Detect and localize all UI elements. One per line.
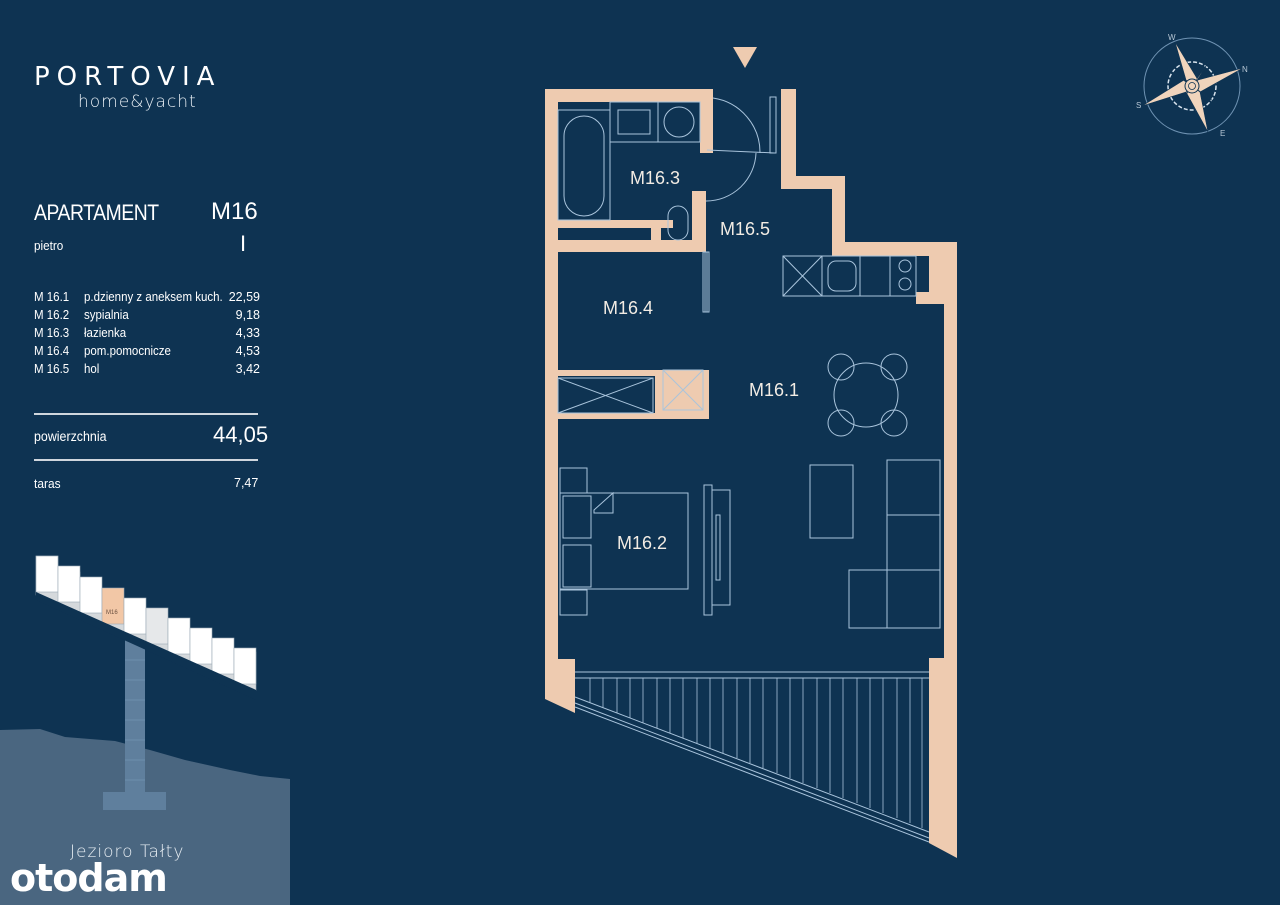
- room-name: hol: [84, 362, 100, 376]
- room-area: 3,42: [235, 362, 260, 376]
- room-code: M 16.1: [34, 290, 70, 304]
- room-code: M 16.3: [34, 326, 70, 340]
- room-list: M 16.1 p.dzienny z aneksem kuch. 22,59 M…: [34, 288, 260, 378]
- compass-s: S: [1136, 101, 1141, 110]
- room-name: łazienka: [84, 326, 127, 340]
- watermark-logo: otodam: [10, 856, 168, 900]
- lake-shape: [0, 729, 290, 905]
- room-row: M 16.2 sypialnia 9,18: [34, 306, 260, 324]
- entrance-arrow-icon: [733, 47, 757, 68]
- lake-name: Jezioro Tałty: [70, 842, 185, 862]
- apartment-label: APARTAMENT: [34, 200, 159, 225]
- divider: [34, 413, 258, 415]
- compass-w: W: [1168, 33, 1176, 42]
- total-area-value: 44,05: [213, 422, 269, 447]
- floor-label: pietro: [34, 238, 64, 253]
- room-name: sypialnia: [84, 308, 129, 322]
- terrace-label: taras: [34, 476, 61, 491]
- room-area: 4,53: [235, 344, 260, 358]
- room-label-m16-4: M16.4: [603, 298, 653, 318]
- site-plan-unit-label: M16: [106, 610, 118, 616]
- apartment-header: APARTAMENT M16: [34, 198, 264, 228]
- railing-balusters: [589, 678, 923, 828]
- compass-n: N: [1242, 65, 1248, 74]
- walls: [545, 89, 957, 858]
- room-row: M 16.5 hol 3,42: [34, 360, 260, 378]
- compass-e: E: [1220, 129, 1225, 138]
- brand-logo: PORTOVIA home&yacht: [34, 62, 264, 112]
- room-name: p.dzienny z aneksem kuch.: [84, 290, 223, 304]
- room-name: pom.pomocnicze: [84, 344, 171, 358]
- fixtures: [557, 96, 941, 843]
- room-area: 22,59: [228, 290, 260, 304]
- room-code: M 16.4: [34, 344, 70, 358]
- compass-icon: N E S W: [1136, 33, 1248, 138]
- room-label-m16-1: M16.1: [749, 380, 799, 400]
- brand-name: PORTOVIA: [34, 62, 222, 92]
- room-label-m16-5: M16.5: [720, 219, 770, 239]
- room-area: 9,18: [235, 308, 260, 322]
- room-code: M 16.5: [34, 362, 70, 376]
- floor-value: I: [240, 231, 247, 256]
- apartment-code: M16: [211, 198, 258, 225]
- room-area: 4,33: [235, 326, 260, 340]
- divider: [34, 459, 258, 461]
- room-row: M 16.4 pom.pomocnicze 4,53: [34, 342, 260, 360]
- brand-tagline: home&yacht: [78, 92, 197, 112]
- building-units: [35, 555, 257, 700]
- room-label-m16-3: M16.3: [630, 168, 680, 188]
- total-area-label: powierzchnia: [34, 429, 107, 444]
- site-plan: M16: [0, 555, 290, 905]
- room-label-m16-2: M16.2: [617, 533, 667, 553]
- pier: [125, 640, 145, 792]
- pier-head: [103, 792, 166, 810]
- room-row: M 16.1 p.dzienny z aneksem kuch. 22,59: [34, 288, 260, 306]
- room-code: M 16.2: [34, 308, 70, 322]
- room-row: M 16.3 łazienka 4,33: [34, 324, 260, 342]
- terrace-value: 7,47: [234, 476, 259, 490]
